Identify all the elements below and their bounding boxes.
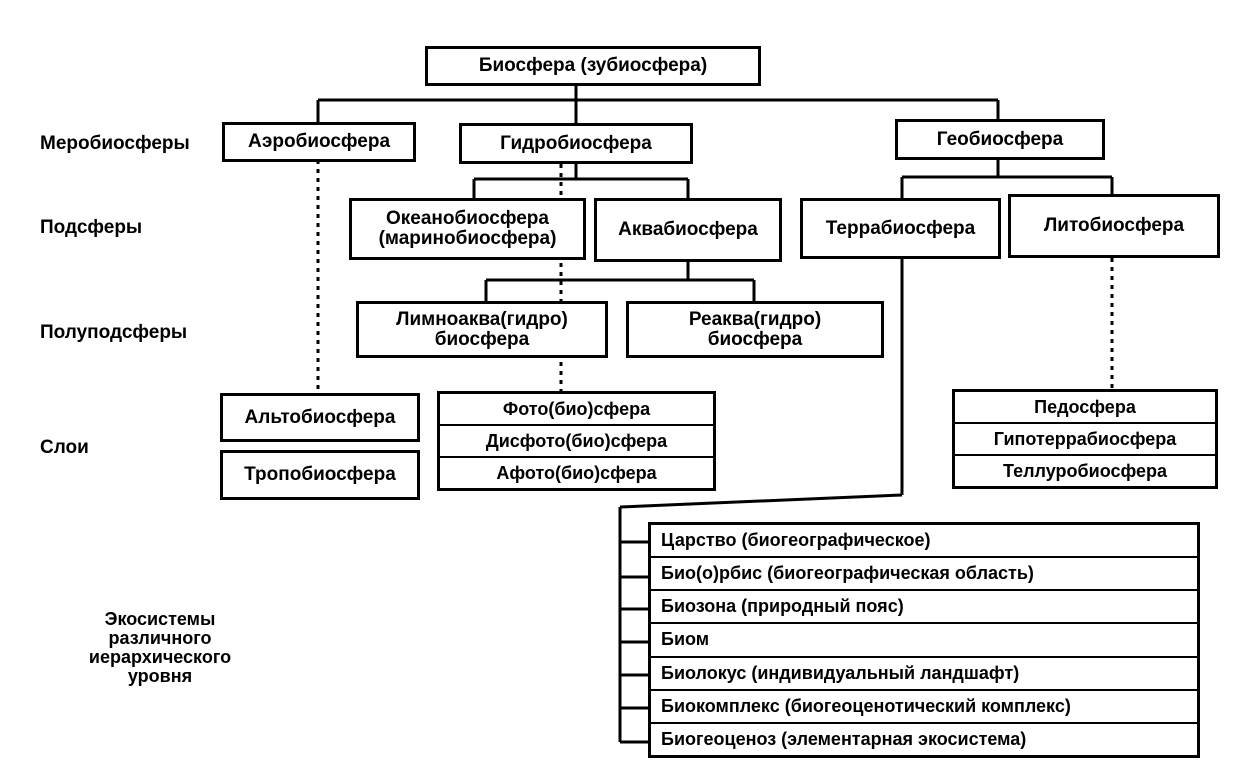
eco-biocomplex-row: Биокомплекс (биогеоценотический комплекс… (651, 688, 1197, 722)
lithobiosphere-box: Литобиосфера (1008, 194, 1220, 258)
altobiosphere-box: Альтобиосфера (220, 393, 420, 442)
tropobiosphere-box: Тропобиосфера (220, 450, 420, 500)
pedosphere-row: Педосфера (1034, 396, 1136, 417)
aerobiosphere-box: Аэробиосфера (222, 122, 416, 162)
label-merobiospheres: Меробиосферы (40, 133, 190, 154)
connector-eco-diag (619, 493, 903, 509)
ecosystems-stack: Царство (биогеографическое) Био(о)рбис (… (648, 522, 1200, 758)
label-layers: Слои (40, 437, 89, 458)
water-layers-stack: Фото(био)сфера Дисфото(био)сфера Афото(б… (437, 391, 716, 491)
eco-biogeocenosis-row: Биогеоценоз (элементарная экосистема) (651, 721, 1197, 755)
terrabiosphere-box: Террабиосфера (800, 198, 1001, 259)
eco-biolocus-row: Биолокус (индивидуальный ландшафт) (651, 655, 1197, 689)
limnoaqua-box: Лимноаква(гидро) биосфера (356, 301, 608, 358)
reaqua-box: Реаква(гидро) биосфера (626, 301, 884, 358)
label-ecosystems: Экосистемы различного иерархического уро… (88, 609, 232, 686)
aphotosphere-row: Афото(био)сфера (440, 456, 713, 488)
eco-biorbis-row: Био(о)рбис (биогеографическая область) (651, 556, 1197, 589)
photosphere-row: Фото(био)сфера (502, 398, 651, 419)
geobiosphere-box: Геобиосфера (895, 119, 1105, 160)
hydrobiosphere-box: Гидробиосфера (459, 123, 693, 164)
soil-layers-stack: Педосфера Гипотеррабиосфера Теллуробиосф… (952, 389, 1218, 489)
dysphotosphere-row: Дисфото(био)сфера (440, 424, 713, 456)
label-subspheres: Подсферы (40, 217, 143, 238)
eco-kingdom-row: Царство (биогеографическое) (661, 530, 931, 551)
aquabiosphere-box: Аквабиосфера (594, 198, 782, 262)
tellurobiosphere-row: Теллуробиосфера (955, 454, 1215, 486)
oceanobiosphere-box: Океанобиосфера (маринобиосфера) (349, 198, 586, 260)
label-semisubspheres: Полуподсферы (40, 322, 188, 343)
biosphere-box: Биосфера (зубиосфера) (425, 46, 761, 86)
eco-biozone-row: Биозона (природный пояс) (651, 589, 1197, 622)
eco-biome-row: Биом (651, 622, 1197, 655)
hypoterrabiosphere-row: Гипотеррабиосфера (955, 422, 1215, 454)
